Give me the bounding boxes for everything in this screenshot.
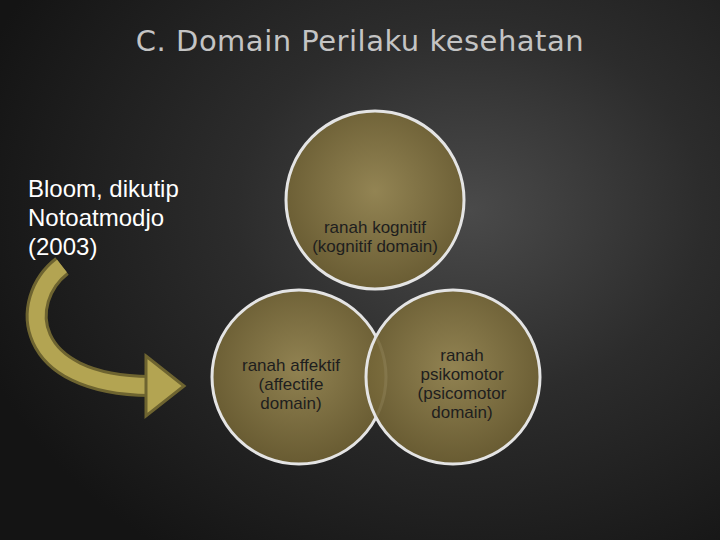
circle-shape [286,111,464,289]
circle-label: ranah affektif (affectife domain) [232,356,350,413]
domain-circle: ranah kognitif (kognitif domain) [284,109,466,291]
circle-shape [212,290,386,464]
source-note: Bloom, dikutip Notoatmodjo (2003) [28,174,238,261]
domain-circle: ranah affektif (affectife domain) [210,288,388,466]
circle-outline [284,109,466,291]
curved-arrow-head [146,356,184,416]
curved-arrow-body [37,266,150,386]
circle-label: ranah kognitif (kognitif domain) [305,218,445,256]
slide-title: C. Domain Perilaku kesehatan [0,24,720,58]
circle-shape [366,290,540,464]
domain-circle: ranah psikomotor (psicomotor domain) [364,288,542,466]
circle-label: ranah psikomotor (psicomotor domain) [401,346,523,422]
curved-arrow-outline [37,266,150,386]
